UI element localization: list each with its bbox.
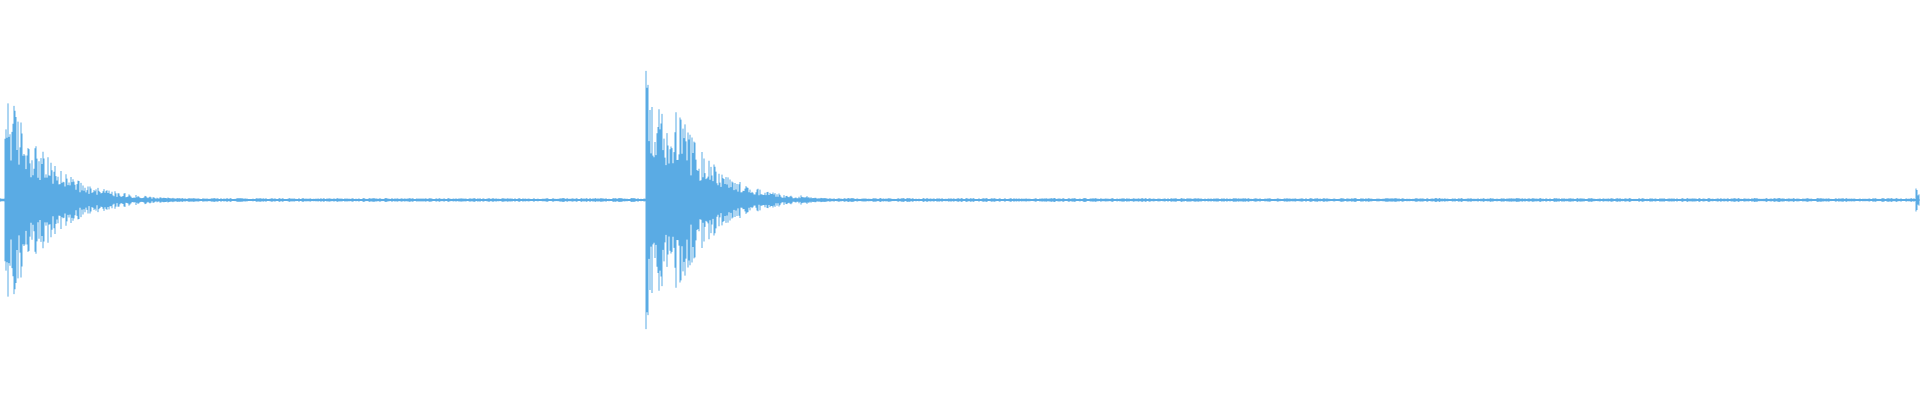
waveform-bars xyxy=(0,70,1920,330)
